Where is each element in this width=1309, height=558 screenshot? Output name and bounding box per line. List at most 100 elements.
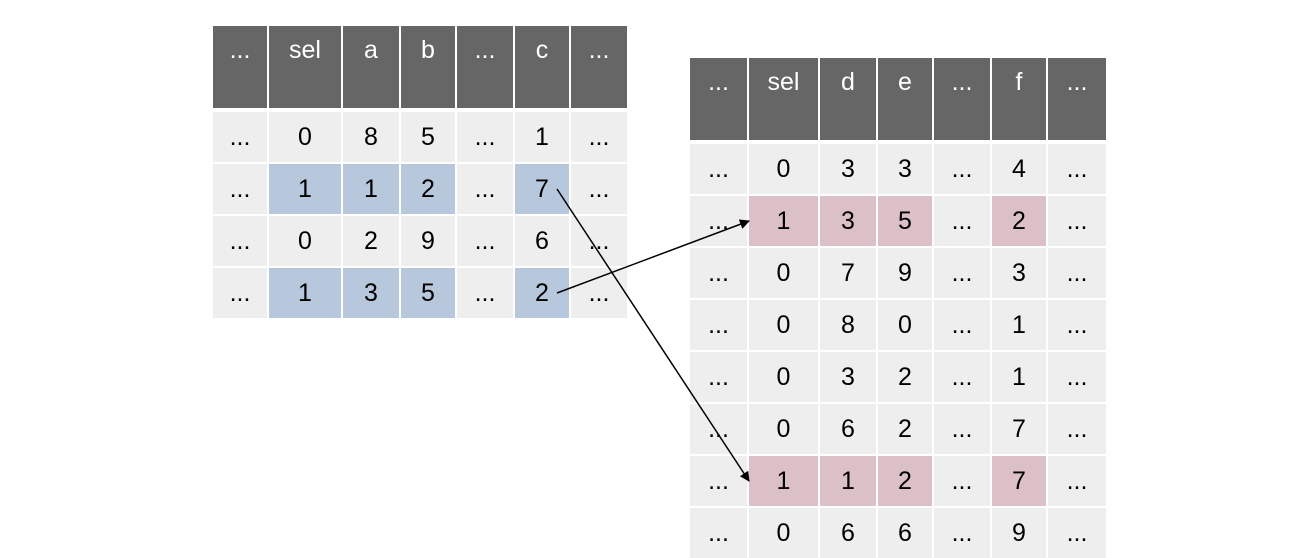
- right-table-cell: ...: [1048, 508, 1106, 558]
- right-table-cell: 2: [878, 352, 934, 402]
- right-table-cell: ...: [1048, 456, 1106, 506]
- right-highlighted-cell: 3: [820, 196, 878, 246]
- right-highlighted-cell: 5: [878, 196, 934, 246]
- right-header-cell: f: [992, 58, 1048, 140]
- right-table-cell: 1: [992, 352, 1048, 402]
- right-table-cell: 6: [878, 508, 934, 558]
- left-highlighted-cell: 1: [343, 164, 401, 214]
- left-table-cell: 0: [269, 112, 343, 162]
- right-table-cell: 1: [992, 300, 1048, 350]
- right-table-cell: ...: [690, 196, 749, 246]
- right-table-cell: ...: [690, 300, 749, 350]
- right-table-cell: 2: [878, 404, 934, 454]
- right-table-cell: ...: [934, 144, 992, 194]
- left-table-cell: ...: [213, 216, 269, 266]
- left-table-cell: ...: [457, 164, 515, 214]
- right-table-cell: 0: [878, 300, 934, 350]
- left-header-cell: ...: [213, 26, 269, 108]
- left-highlighted-cell: 2: [515, 268, 571, 318]
- left-header-cell: a: [343, 26, 401, 108]
- right-table-cell: 3: [820, 352, 878, 402]
- right-header-cell: sel: [749, 58, 820, 140]
- right-table-cell: 4: [992, 144, 1048, 194]
- right-header-cell: ...: [1066, 68, 1088, 96]
- right-table-cell: ...: [690, 456, 749, 506]
- right-table-cell: 0: [749, 352, 820, 402]
- right-table-cell: ...: [934, 508, 992, 558]
- left-header-cell: ...: [457, 26, 515, 108]
- left-table-cell: 2: [343, 216, 401, 266]
- right-table-cell: ...: [690, 508, 749, 558]
- right-table-cell: 0: [749, 404, 820, 454]
- left-highlighted-cell: 1: [269, 268, 343, 318]
- left-header-cell: c: [515, 26, 571, 108]
- right-table-cell: ...: [1048, 300, 1106, 350]
- right-table-cell: 0: [749, 508, 820, 558]
- left-table-cell: ...: [213, 164, 269, 214]
- right-highlighted-cell: 2: [878, 456, 934, 506]
- right-table-cell: 6: [820, 508, 878, 558]
- right-table-cell: ...: [934, 352, 992, 402]
- right-table-cell: ...: [690, 248, 749, 298]
- right-header-cell: e: [878, 58, 934, 140]
- left-highlighted-cell: 5: [401, 268, 457, 318]
- right-table-cell: 9: [878, 248, 934, 298]
- right-table-cell: 7: [992, 404, 1048, 454]
- left-table-cell: ...: [571, 268, 627, 318]
- right-highlighted-cell: 1: [820, 456, 878, 506]
- right-table-cell: 8: [820, 300, 878, 350]
- left-header-cell: sel: [269, 26, 343, 108]
- left-table-cell: ...: [213, 112, 269, 162]
- left-table-cell: ...: [571, 112, 627, 162]
- right-highlighted-cell: 2: [992, 196, 1048, 246]
- left-highlighted-cell: 2: [401, 164, 457, 214]
- left-table-cell: ...: [213, 268, 269, 318]
- right-table-cell: ...: [690, 352, 749, 402]
- right-table-cell: ...: [934, 456, 992, 506]
- left-highlighted-cell: 3: [343, 268, 401, 318]
- right-highlighted-cell: 1: [749, 456, 820, 506]
- right-header-cell: ...: [934, 58, 992, 140]
- right-table-cell: ...: [1048, 352, 1106, 402]
- left-header-cell: ...: [588, 36, 610, 64]
- right-table-cell: ...: [934, 300, 992, 350]
- left-table-cell: 9: [401, 216, 457, 266]
- right-table-cell: ...: [690, 404, 749, 454]
- right-table-cell: 6: [820, 404, 878, 454]
- right-table-cell: 0: [749, 300, 820, 350]
- left-header-cell: b: [401, 26, 457, 108]
- right-table-cell: 3: [992, 248, 1048, 298]
- left-table-cell: ...: [457, 216, 515, 266]
- right-table-cell: 0: [749, 248, 820, 298]
- left-table-cell: ...: [457, 112, 515, 162]
- right-table-cell: ...: [934, 404, 992, 454]
- left-highlighted-cell: 7: [515, 164, 571, 214]
- left-table-cell: 6: [515, 216, 571, 266]
- left-table-cell: 0: [269, 216, 343, 266]
- right-table-cell: 7: [820, 248, 878, 298]
- left-table-cell: ...: [571, 164, 627, 214]
- right-table-cell: 3: [820, 144, 878, 194]
- right-table-cell: ...: [934, 248, 992, 298]
- left-table-cell: ...: [571, 216, 627, 266]
- right-table-cell: 0: [749, 144, 820, 194]
- right-highlighted-cell: 7: [992, 456, 1048, 506]
- right-header-cell: ...: [690, 58, 749, 140]
- right-header-cell: d: [820, 58, 878, 140]
